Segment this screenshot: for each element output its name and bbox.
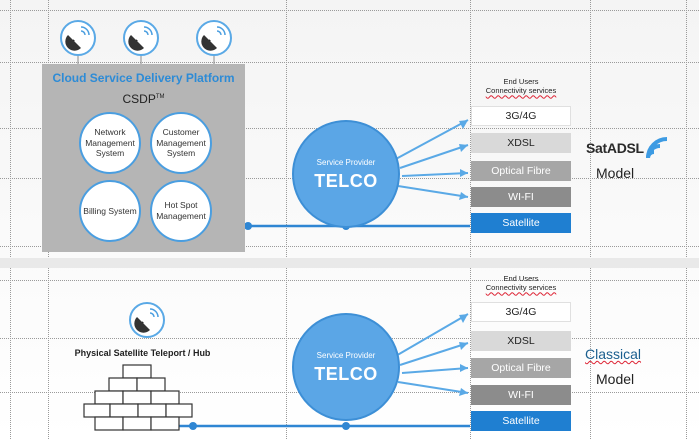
wifi-signal-icon: [646, 137, 668, 159]
model-word: Model: [596, 165, 635, 181]
service-3g4g: 3G/4G: [471, 106, 571, 126]
model-word: Model: [596, 371, 635, 387]
grid-line: [686, 0, 687, 439]
grid-line: [10, 0, 11, 439]
service-optical-fibre: Optical Fibre: [471, 161, 571, 181]
teleport-label: Physical Satellite Teleport / Hub: [74, 348, 211, 358]
csdp-label: CSDPTM: [122, 92, 165, 106]
satellite-dish-icon: [129, 302, 165, 338]
satellite-dish-icon: [60, 20, 96, 56]
grid-line: [590, 0, 591, 439]
services-header: End Users Connectivity services: [485, 274, 557, 293]
trademark: TM: [155, 94, 165, 100]
classical-label: Classical: [585, 346, 642, 362]
provider-subtitle: Service Provider: [316, 351, 376, 360]
service-satellite: Satellite: [471, 411, 571, 431]
cloud-platform-box: [42, 64, 245, 252]
provider-subtitle: Service Provider: [316, 158, 376, 167]
network-management-module: Network Management System: [79, 112, 141, 174]
panel-divider: [0, 258, 699, 268]
grid-line: [0, 280, 699, 281]
service-satellite: Satellite: [471, 213, 571, 233]
service-wifi: WI-FI: [471, 187, 571, 207]
grid-line: [0, 10, 699, 11]
satadsl-model-label: SatADSL: [586, 137, 676, 159]
service-xdsl: XDSL: [471, 331, 571, 351]
service-3g4g: 3G/4G: [471, 302, 571, 322]
service-xdsl: XDSL: [471, 133, 571, 153]
customer-management-module: Customer Management System: [150, 112, 212, 174]
provider-name: TELCO: [314, 364, 378, 384]
service-wifi: WI-FI: [471, 385, 571, 405]
service-optical-fibre: Optical Fibre: [471, 358, 571, 378]
billing-module: Billing System: [79, 180, 141, 242]
services-header: End Users Connectivity services: [485, 77, 557, 96]
brick-wall-icon: [83, 364, 193, 431]
satellite-dish-icon: [196, 20, 232, 56]
grid-line: [286, 0, 287, 439]
platform-title: Cloud Service Delivery Platform: [52, 71, 235, 85]
hotspot-management-module: Hot Spot Management: [150, 180, 212, 242]
provider-name: TELCO: [314, 171, 378, 191]
telco-provider-node: Service Provider TELCO: [292, 120, 400, 228]
grid-line: [0, 62, 699, 63]
satadsl-brand: SatADSL: [586, 140, 644, 156]
telco-provider-node: Service Provider TELCO: [292, 313, 400, 421]
satellite-dish-icon: [123, 20, 159, 56]
